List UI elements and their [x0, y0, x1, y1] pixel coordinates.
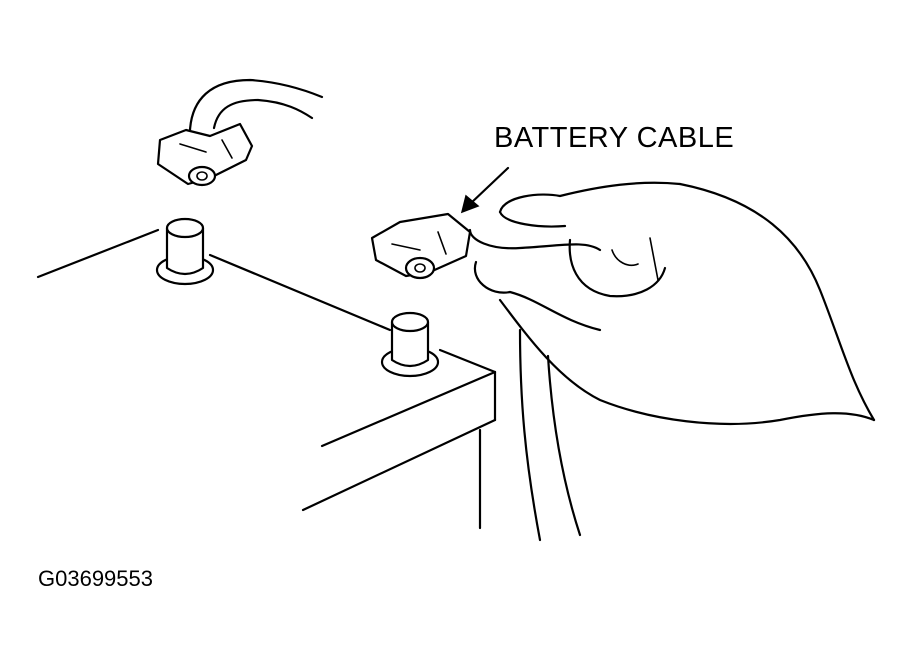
hand — [468, 181, 876, 542]
hand-index-finger-under — [498, 210, 567, 228]
figure-id-label: G03699553 — [38, 566, 153, 591]
upper-cable-wire-b — [212, 98, 314, 130]
hand-palm-outline — [498, 298, 876, 426]
upper-clamp-bolt — [187, 165, 217, 187]
lower-clamp-body — [370, 212, 472, 278]
battery-front-bottom-edge — [301, 418, 497, 512]
upper-clamp-body — [156, 122, 254, 186]
hand-thumb — [468, 228, 602, 252]
callout-arrow — [460, 166, 510, 214]
battery-top-right-edge — [438, 348, 497, 374]
upper-cable-wire-a — [188, 78, 324, 132]
battery-top-left-edge — [36, 228, 160, 279]
battery-case — [36, 228, 497, 530]
hand-finger-lower — [473, 260, 602, 332]
hand-knuckle-curl — [568, 238, 667, 298]
battery-top-back-edge — [208, 253, 392, 332]
hand-index-finger-top — [498, 181, 682, 214]
hand-back-outline — [678, 182, 876, 422]
held-cable-wire-a — [518, 328, 542, 542]
lower-clamp-bolt — [404, 256, 436, 280]
battery-terminal-post-rear — [155, 217, 215, 286]
upper-cable-clamp — [156, 78, 324, 187]
held-cable-wire-b — [546, 354, 582, 537]
battery-terminal-post-front — [380, 311, 440, 378]
battery-front-top-edge — [320, 370, 497, 448]
battery-cable-callout-label: BATTERY CABLE — [494, 122, 735, 154]
lower-cable-clamp — [370, 212, 472, 280]
